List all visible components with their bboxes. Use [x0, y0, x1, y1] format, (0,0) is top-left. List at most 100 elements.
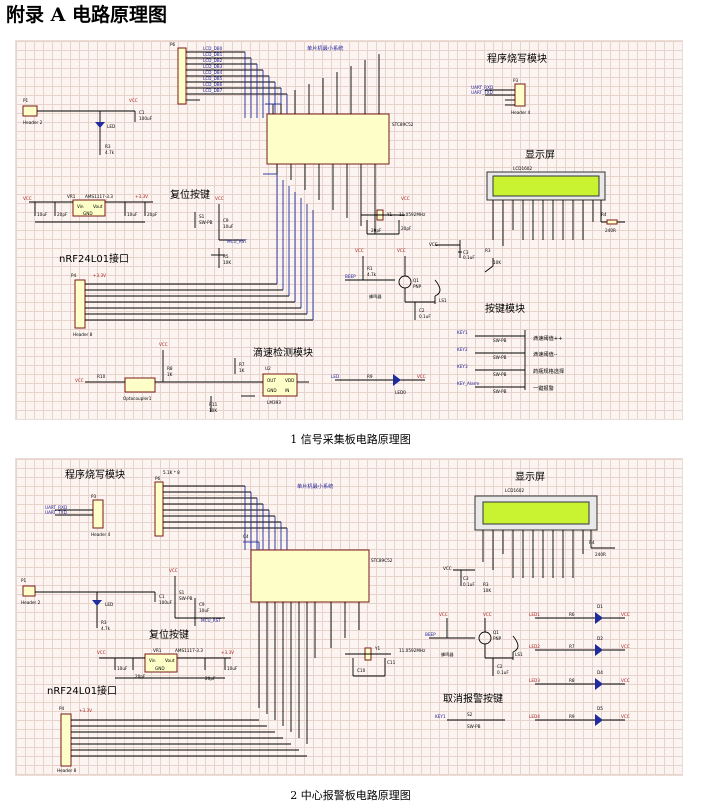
resistor-net-label: 5.1K * 8	[163, 470, 180, 475]
svg-text:UART_TXD: UART_TXD	[45, 510, 67, 515]
crystal-freq-2: 11.0592MHz	[399, 648, 426, 653]
figure-2-caption: 2 中心报警板电路原理图	[290, 789, 411, 802]
buz-vcc: VCC	[355, 248, 364, 253]
mcu-chip: STC89C52	[263, 54, 414, 234]
svg-text:U2: U2	[265, 366, 271, 371]
svg-text:R10: R10	[97, 374, 106, 379]
svg-text:20pF: 20pF	[371, 228, 382, 233]
svg-text:Vout: Vout	[165, 658, 175, 663]
svg-text:S1: S1	[199, 214, 205, 219]
led-vcc-b: VCC	[621, 644, 630, 649]
key3-net: KEY3	[457, 364, 468, 369]
svg-text:20pF: 20pF	[401, 226, 412, 231]
svg-text:4.7k: 4.7k	[101, 626, 111, 631]
svg-text:4.7k: 4.7k	[367, 272, 377, 277]
cancel-label: 取消报警按键	[443, 692, 503, 705]
svg-text:C9: C9	[223, 218, 229, 223]
svg-text:0.1uF: 0.1uF	[463, 255, 475, 260]
mcu-module-label-2: 单片机最小系统	[297, 482, 333, 490]
figure-1-caption: 1 信号采集板电路原理图	[290, 433, 411, 446]
reg-3v3: +3.3V	[135, 194, 148, 199]
lcd-vcc-2: VCC	[443, 566, 452, 571]
display-label: 显示屏	[525, 149, 555, 161]
prog-module-label-2: 程序烧写模块	[65, 468, 125, 481]
lcd-part-name-2: LCD1602	[505, 488, 524, 493]
svg-text:UART_RXD: UART_RXD	[471, 85, 493, 90]
led1-net: LED1	[529, 612, 540, 617]
led3-net: LED3	[529, 678, 540, 683]
led-vcc-d: VCC	[621, 714, 630, 719]
svg-text:R3: R3	[483, 582, 489, 587]
svg-text:BEEP: BEEP	[345, 274, 356, 279]
svg-text:SW-PB: SW-PB	[493, 389, 507, 394]
led-vcc-c: VCC	[621, 678, 630, 683]
svg-text:D5: D5	[597, 706, 603, 711]
svg-text:LED: LED	[105, 602, 113, 607]
lcd-display: 显示屏 LCD1602 240R R4 VCC C3 0.1uF R3 10K	[429, 149, 625, 273]
svg-text:C1: C1	[159, 594, 165, 599]
appendix-title: 附录 A 电路原理图	[6, 4, 167, 26]
svg-text:100uF: 100uF	[159, 600, 173, 605]
svg-text:20pF: 20pF	[205, 676, 216, 681]
buzzer-label-2: 蜂鸣器	[441, 651, 454, 658]
svg-text:10uF: 10uF	[199, 608, 210, 613]
svg-text:10K: 10K	[223, 260, 231, 265]
svg-text:Header 4: Header 4	[91, 532, 111, 537]
svg-text:S1: S1	[179, 590, 185, 595]
buz-vcc-3: VCC	[483, 612, 492, 617]
svg-text:240R: 240R	[595, 552, 606, 557]
svg-text:D4: D4	[597, 670, 603, 675]
svg-text:20pF: 20pF	[135, 674, 146, 679]
lcd-part-name: LCD1602	[513, 166, 532, 171]
net-lcd-db2: LCD_DB2	[203, 58, 223, 63]
led-vcc-a: VCC	[621, 612, 630, 617]
status-led-net: LED	[331, 374, 339, 379]
svg-text:20pF: 20pF	[147, 212, 158, 217]
svg-text:R6: R6	[569, 612, 575, 617]
led-vcc: VCC	[417, 374, 426, 379]
svg-text:SW-PB: SW-PB	[199, 220, 213, 225]
regulator-part-2: AMS1117-3.3	[175, 648, 203, 653]
svg-text:C3: C3	[463, 576, 469, 581]
buz-vcc2: VCC	[397, 248, 406, 253]
net-lcd-db5: LCD_DB5	[203, 76, 223, 81]
rf-interface-2: nRF24L01接口 P4 +3.3V Header 8	[47, 684, 307, 773]
svg-text:0.1uF: 0.1uF	[463, 582, 475, 587]
cancel-key-net: KEY1	[435, 714, 446, 719]
svg-text:R7: R7	[569, 644, 575, 649]
key-label-3: 药瓶规格选择	[533, 367, 565, 375]
xtal-vcc: VCC	[401, 196, 410, 201]
rf-3v3: +3.3V	[93, 273, 106, 278]
mcu-part-name: STC89C52	[392, 122, 414, 127]
svg-text:MCU_RST: MCU_RST	[201, 618, 221, 623]
svg-text:P6: P6	[155, 476, 161, 481]
mcu-part-name-2: STC89C52	[371, 558, 393, 563]
svg-text:R3: R3	[105, 144, 111, 149]
svg-text:P6: P6	[170, 42, 176, 47]
svg-text:10K: 10K	[209, 408, 217, 413]
svg-text:P4: P4	[59, 706, 65, 711]
reset-label-2: 复位按键	[149, 628, 189, 641]
svg-text:IN: IN	[285, 388, 289, 393]
svg-text:R5: R5	[223, 254, 229, 259]
svg-text:240R: 240R	[605, 228, 616, 233]
svg-text:OUT: OUT	[267, 378, 276, 383]
svg-text:VDD: VDD	[285, 378, 294, 383]
svg-text:C1: C1	[139, 110, 145, 115]
net-lcd-db4: LCD_DB4	[203, 70, 223, 75]
svg-text:SW-PB: SW-PB	[493, 338, 507, 343]
svg-text:SW-PB: SW-PB	[179, 596, 193, 601]
opto-part: Optocoupler1	[123, 396, 152, 401]
svg-text:R8: R8	[569, 678, 575, 683]
svg-text:P1: P1	[21, 578, 27, 583]
programming-module: 程序烧写模块 P3 Header 4 UART_RXD UART_TXD	[471, 52, 547, 115]
svg-text:Header 8: Header 8	[57, 768, 77, 773]
rf-label-2: nRF24L01接口	[47, 684, 117, 697]
